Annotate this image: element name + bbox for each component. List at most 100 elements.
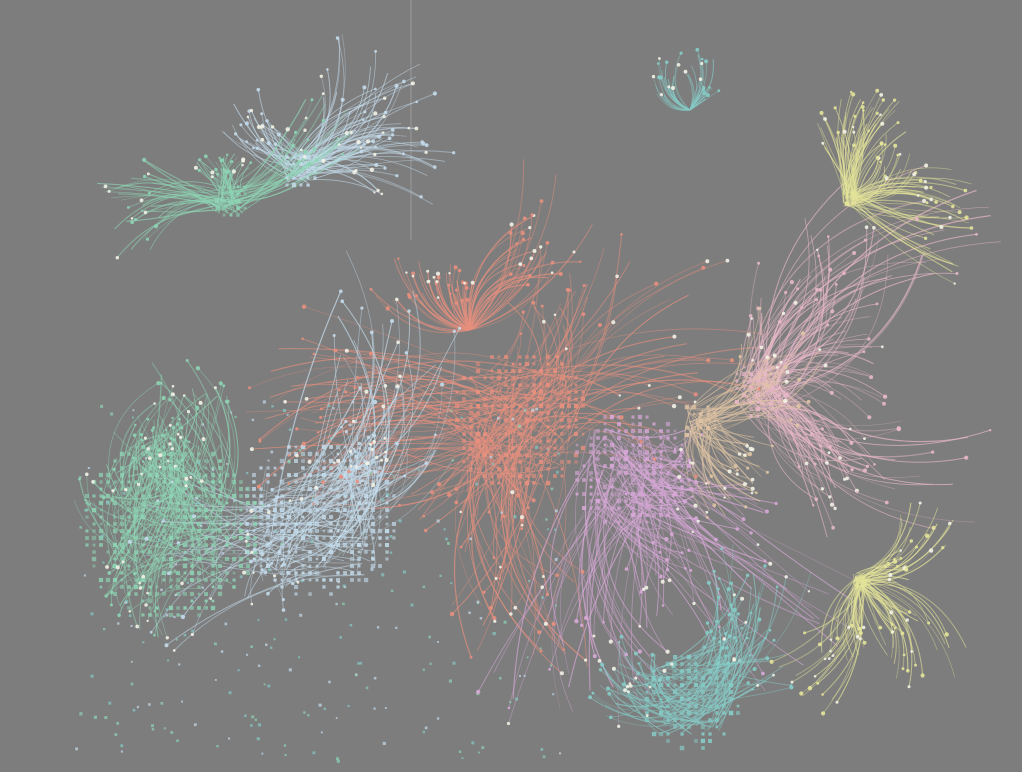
grid-node bbox=[483, 411, 487, 415]
edge bbox=[123, 560, 128, 594]
leaf-node bbox=[435, 271, 441, 276]
grid-node bbox=[439, 574, 442, 577]
edge bbox=[752, 391, 865, 439]
grid-node bbox=[285, 176, 289, 180]
grid-node bbox=[314, 528, 319, 533]
leaf-node bbox=[705, 92, 710, 98]
leaf-node bbox=[172, 438, 176, 442]
grid-node bbox=[554, 558, 558, 561]
grid-node bbox=[511, 417, 515, 421]
grid-node bbox=[532, 355, 536, 359]
grid-node bbox=[155, 557, 159, 561]
grid-node bbox=[531, 408, 535, 412]
grid-node bbox=[120, 466, 124, 470]
grid-node bbox=[645, 499, 649, 503]
leaf-node bbox=[526, 282, 530, 287]
edge bbox=[745, 227, 875, 380]
grid-node bbox=[155, 564, 159, 568]
leaf-node bbox=[180, 614, 186, 620]
grid-node bbox=[252, 487, 256, 491]
grid-node bbox=[225, 494, 229, 498]
edge bbox=[629, 462, 685, 502]
leaf-node bbox=[948, 215, 952, 220]
edge bbox=[567, 294, 689, 442]
leaf-node bbox=[241, 163, 244, 167]
edge bbox=[518, 355, 665, 441]
leaf-node bbox=[319, 74, 323, 79]
edge bbox=[370, 352, 558, 446]
leaf-node bbox=[659, 93, 664, 97]
grid-node bbox=[581, 390, 585, 394]
grid-node bbox=[321, 472, 327, 478]
grid-node bbox=[363, 472, 369, 478]
edge bbox=[855, 192, 942, 228]
leaf-node bbox=[158, 465, 162, 469]
leaf-node bbox=[838, 456, 842, 460]
grid-node bbox=[182, 542, 188, 548]
grid-node bbox=[692, 412, 696, 416]
edge bbox=[595, 465, 680, 511]
leaf-node bbox=[91, 480, 95, 484]
leaf-node bbox=[830, 502, 834, 507]
leaf-node bbox=[745, 636, 749, 640]
leaf-node bbox=[263, 570, 268, 575]
leaf-node bbox=[749, 611, 753, 614]
leaf-node bbox=[459, 510, 463, 514]
edge bbox=[317, 390, 553, 433]
grid-node bbox=[258, 549, 264, 555]
leaf-node bbox=[820, 427, 824, 431]
leaf-node bbox=[827, 657, 831, 660]
leaf-node bbox=[168, 442, 172, 446]
leaf-node bbox=[789, 685, 794, 690]
edge bbox=[122, 469, 147, 551]
grid-node bbox=[666, 485, 671, 490]
grid-node bbox=[120, 571, 124, 575]
leaf-node bbox=[774, 501, 778, 506]
leaf-node bbox=[146, 591, 149, 595]
grid-node bbox=[140, 514, 146, 520]
grid-node bbox=[168, 605, 174, 611]
grid-node bbox=[722, 662, 726, 666]
grid-node bbox=[455, 411, 459, 415]
grid-node bbox=[680, 464, 684, 468]
edge bbox=[860, 583, 887, 646]
grid-node bbox=[546, 448, 549, 451]
leaf-node bbox=[405, 271, 408, 274]
leaf-node bbox=[499, 565, 502, 569]
leaf-node bbox=[810, 432, 814, 436]
leaf-node bbox=[469, 655, 473, 659]
leaf-node bbox=[862, 109, 865, 112]
leaf-node bbox=[107, 189, 111, 193]
edge bbox=[529, 373, 696, 395]
leaf-node bbox=[723, 486, 727, 490]
grid-node bbox=[482, 445, 488, 451]
leaf-node bbox=[372, 440, 376, 444]
grid-node bbox=[209, 520, 212, 523]
grid-node bbox=[708, 662, 712, 666]
grid-node bbox=[119, 521, 125, 527]
grid-node bbox=[573, 431, 579, 437]
grid-node bbox=[197, 543, 201, 547]
grid-node bbox=[749, 407, 753, 411]
grid-node bbox=[511, 376, 515, 380]
grid-node bbox=[447, 542, 450, 545]
grid-node bbox=[259, 515, 263, 519]
edge bbox=[160, 454, 199, 498]
grid-node bbox=[197, 452, 201, 456]
grid-node bbox=[328, 680, 331, 684]
leaf-node bbox=[628, 684, 633, 688]
edge bbox=[199, 159, 218, 190]
edge bbox=[280, 494, 343, 549]
grid-node bbox=[287, 536, 291, 540]
grid-node bbox=[322, 452, 326, 456]
grid-node bbox=[461, 375, 467, 381]
grid-node bbox=[105, 493, 111, 499]
leaf-node bbox=[694, 516, 699, 521]
grid-node bbox=[364, 480, 368, 484]
leaf-node bbox=[925, 201, 929, 205]
leaf-node bbox=[827, 451, 831, 455]
leaf-node bbox=[893, 626, 897, 630]
grid-node bbox=[162, 508, 166, 512]
leaf-node bbox=[551, 621, 556, 627]
grid-node bbox=[252, 494, 256, 498]
